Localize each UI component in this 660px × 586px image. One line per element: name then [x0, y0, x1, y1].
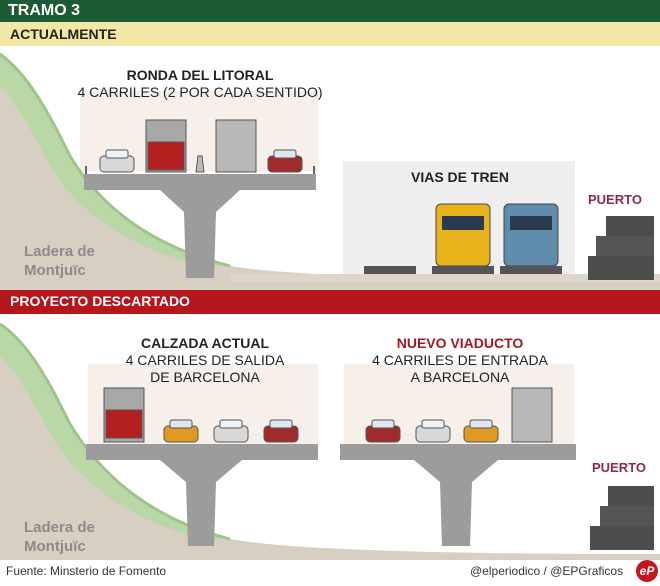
discarded-layout-diagram: [0, 322, 660, 560]
right-viaduct-pillar: [414, 460, 498, 546]
container-stack-icon: [588, 216, 654, 280]
hill-edge: [0, 322, 231, 541]
right-road-sub1: 4 CARRILES DE ENTRADA: [372, 352, 548, 368]
truck-icon: [215, 119, 257, 173]
source-note: Fuente: Minsterio de Fomento: [6, 564, 167, 578]
train-icon: [432, 203, 494, 274]
left-viaduct-pillar: [160, 460, 242, 546]
slope-label-line1: Ladera de: [24, 243, 95, 260]
car-icon: [99, 149, 135, 173]
current-layout-diagram: [0, 52, 660, 290]
slope-label-line2: Montjuïc: [24, 262, 86, 279]
container-stack-icon: [590, 486, 654, 550]
slope-label: Ladera de Montjuïc: [24, 242, 95, 280]
slope-label-2-line1: Ladera de: [24, 519, 95, 536]
cone-icon: [195, 155, 205, 173]
train-icon: [500, 203, 562, 274]
ground: [230, 274, 660, 282]
left-road-title: CALZADA ACTUAL: [140, 335, 270, 351]
slope-label-2-line2: Montjuïc: [24, 538, 86, 555]
car-icon: [263, 419, 299, 443]
truck-icon: [103, 387, 145, 443]
brand-logo-icon: eP: [636, 560, 658, 582]
viaduct-deck: [84, 174, 316, 190]
hillside: [0, 54, 660, 290]
road-subtitle: 4 CARRILES (2 POR CADA SENTIDO): [77, 84, 323, 100]
slope-label-2: Ladera de Montjuïc: [24, 518, 95, 556]
credit-note: @elperiodico / @EPGraficos: [470, 564, 624, 578]
rail-track: [364, 266, 416, 274]
car-icon: [163, 419, 199, 443]
truck-icon: [511, 387, 553, 443]
hill-edge: [0, 52, 231, 268]
section-current-bar: ACTUALMENTE: [0, 22, 660, 46]
hillside: [0, 324, 660, 560]
right-viaduct-deck: [340, 444, 576, 460]
car-icon: [365, 419, 401, 443]
section-current-label: ACTUALMENTE: [10, 26, 117, 42]
right-road-title: NUEVO VIADUCTO: [396, 335, 524, 351]
left-road-sub1: 4 CARRILES DE SALIDA: [125, 352, 285, 368]
page-title: TRAMO 3: [8, 2, 80, 19]
right-road-sub2: A BARCELONA: [410, 369, 510, 385]
hill-vegetation: [0, 54, 230, 266]
port-label-2: PUERTO: [592, 460, 646, 475]
port-label: PUERTO: [588, 192, 642, 207]
car-icon: [415, 419, 451, 443]
left-road-sub2: DE BARCELONA: [150, 369, 260, 385]
header-bar: TRAMO 3: [0, 0, 660, 22]
section-discarded-bar: PROYECTO DESCARTADO: [0, 290, 660, 314]
road-title: RONDA DEL LITORAL: [126, 67, 274, 83]
left-viaduct-deck: [86, 444, 318, 460]
car-icon: [463, 419, 499, 443]
rail-label: VIAS DE TREN: [410, 169, 509, 185]
section-discarded-label: PROYECTO DESCARTADO: [10, 293, 190, 309]
car-icon: [267, 149, 303, 173]
car-icon: [213, 419, 249, 443]
viaduct-pillar: [160, 190, 240, 278]
truck-icon: [145, 119, 187, 173]
